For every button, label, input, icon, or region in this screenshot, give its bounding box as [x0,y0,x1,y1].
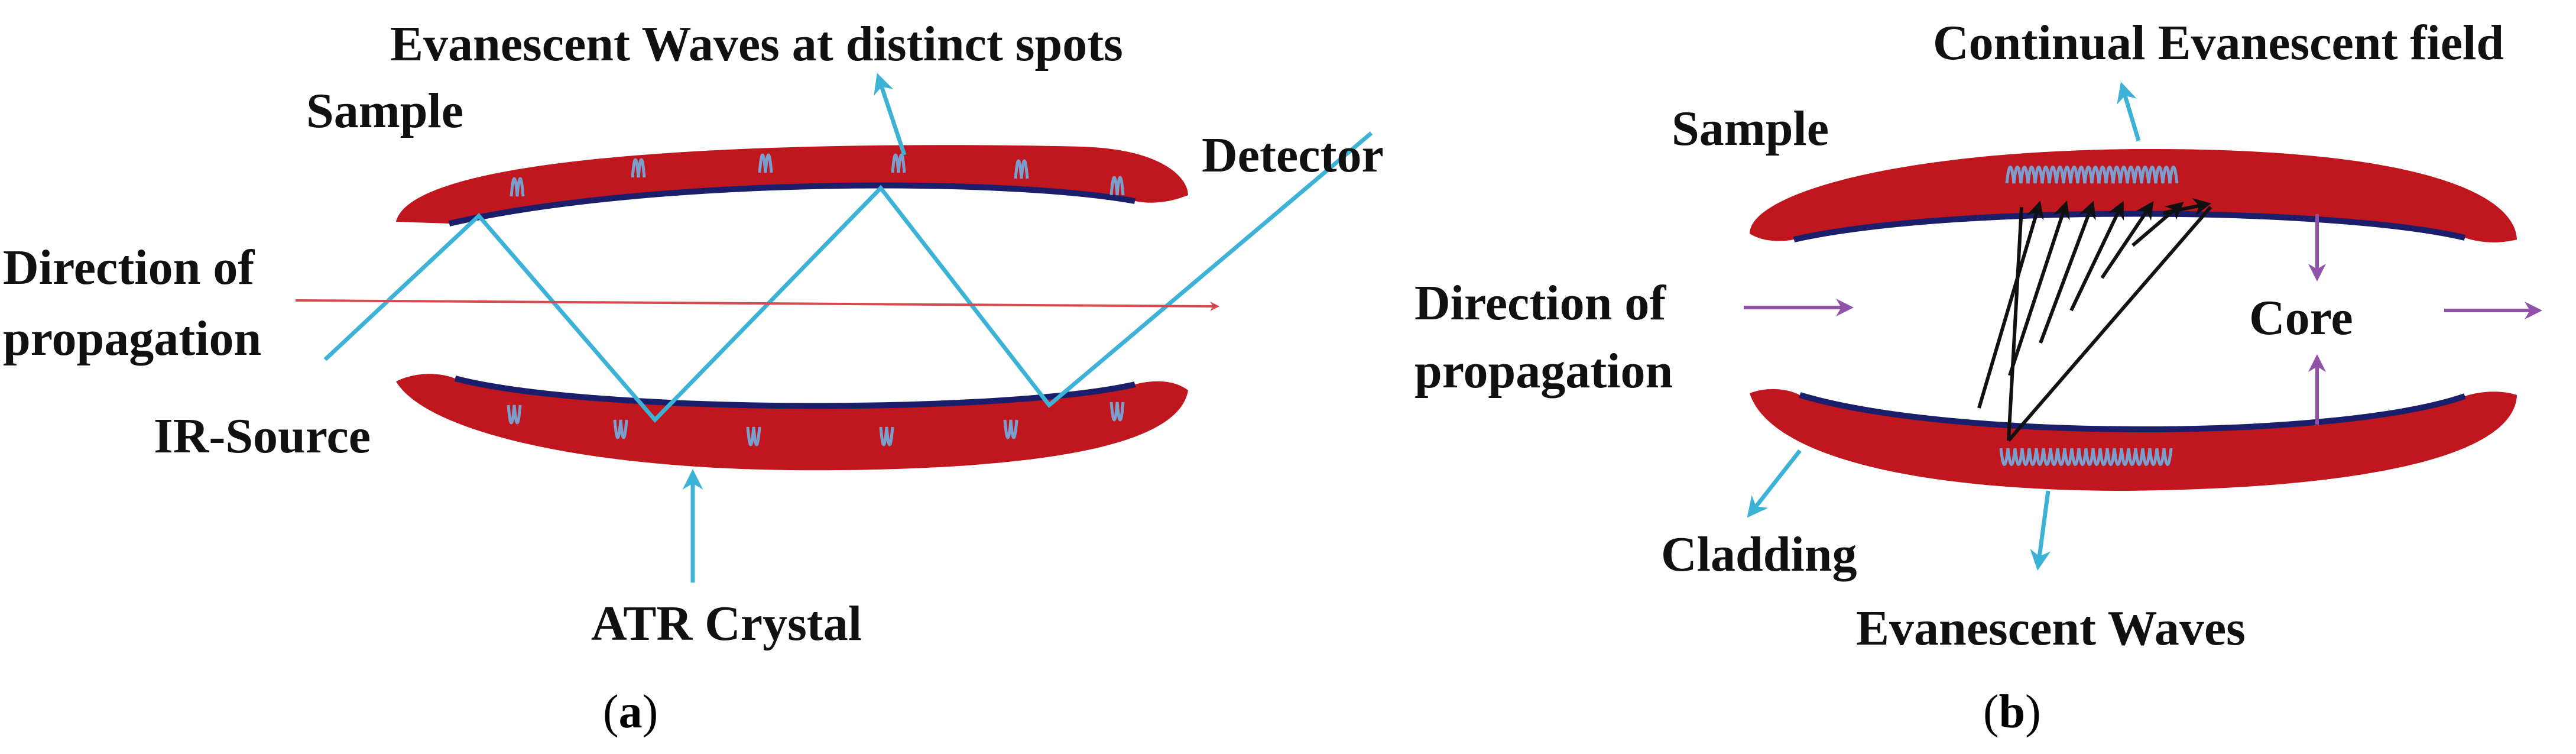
bottom-interface-b [1799,392,2466,432]
caption-b: (b) [1983,686,2041,738]
label-evanescent-waves: Evanescent Waves [1856,601,2246,656]
panel-b: Continual Evanescent field Sample Direct… [1414,15,2542,738]
continual-field-pointer [2117,82,2141,142]
label-evanescent-spots: Evanescent Waves at distinct spots [390,17,1123,72]
continual-evanescent-field-top [2005,166,2179,184]
label-atr-crystal: ATR Crystal [591,596,862,651]
panel-a: Evanescent Waves at distinct spots Sampl… [3,17,1384,738]
evanescent-pointer-a [874,73,907,156]
hatch-ray [2069,200,2124,312]
label-core: Core [2249,290,2353,345]
label-direction-a-1: Direction of [3,240,255,295]
evanescent-waves-pointer [2030,490,2051,571]
hatch-rays [1977,198,2212,442]
bottom-cladding-b [1750,389,2517,491]
evanescent-spots-bottom-a [507,402,1125,446]
hatch-ray [2100,201,2154,279]
label-sample-a: Sample [306,83,463,138]
hatch-ray [2163,198,2211,216]
bottom-cladding-a [396,374,1188,471]
hatch-edge-right [2007,206,2212,442]
label-sample-b: Sample [1672,101,1829,156]
label-direction-a-2: propagation [3,311,261,366]
continual-evanescent-field-bottom [1999,448,2173,466]
direction-arrow-a [295,299,1220,311]
label-ir-source: IR-Source [154,409,371,464]
hatch-ray [2008,200,2070,376]
wave-train [2005,166,2179,184]
hatch-edge-left [2007,206,2023,441]
caption-a: (a) [603,686,658,738]
label-detector: Detector [1202,128,1384,183]
evanescent-spots-top-a [510,153,1125,197]
label-cladding: Cladding [1661,527,1857,582]
label-direction-b-2: propagation [1414,344,1673,399]
top-interface-a [448,182,1135,226]
hatch-ray [2039,200,2096,344]
wave-train [1999,448,2173,466]
cladding-pointer [1747,449,1802,518]
label-continual-field: Continual Evanescent field [1933,15,2504,70]
hatch-ray [1977,200,2044,409]
label-direction-b-1: Direction of [1414,276,1666,331]
